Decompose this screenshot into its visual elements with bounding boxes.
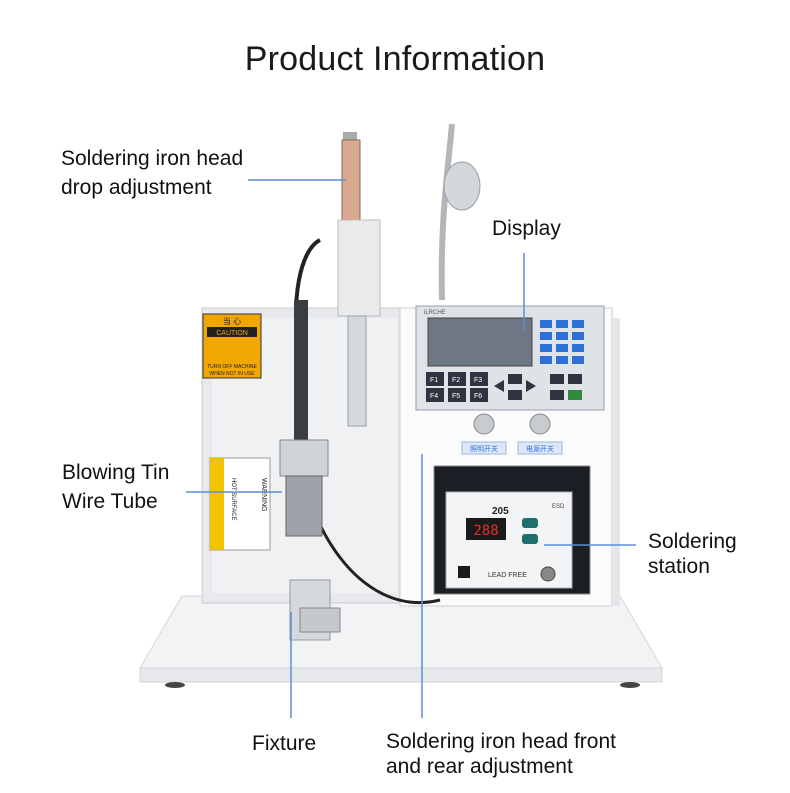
svg-text:WHEN NOT IN USE: WHEN NOT IN USE <box>209 371 255 377</box>
lamp-head <box>443 161 481 211</box>
svg-text:ESD: ESD <box>552 504 565 510</box>
callout-front-rear: Soldering iron head front and rear adjus… <box>386 730 616 778</box>
soldering-iron <box>294 300 308 460</box>
svg-text:TURN OFF MACHINE: TURN OFF MACHINE <box>207 364 257 370</box>
callout-display: Display <box>492 217 561 240</box>
keypad <box>540 320 584 364</box>
base-plate <box>139 595 663 669</box>
svg-text:WARNING: WARNING <box>260 478 267 512</box>
svg-text:F1: F1 <box>430 377 438 384</box>
callout-soldering-station: Soldering station <box>648 530 737 578</box>
svg-text:F4: F4 <box>430 393 438 400</box>
callout-blowing-tin: Blowing Tin Wire Tube <box>62 461 170 513</box>
svg-text:288: 288 <box>473 523 498 539</box>
lcd-screen <box>427 317 533 367</box>
svg-text:F2: F2 <box>452 377 460 384</box>
svg-text:CAUTION: CAUTION <box>216 330 248 337</box>
page-title: Product Information <box>244 40 546 78</box>
svg-text:电源开关: 电源开关 <box>526 444 554 453</box>
svg-text:F6: F6 <box>474 393 482 400</box>
svg-text:LEAD FREE: LEAD FREE <box>488 572 527 579</box>
svg-text:205: 205 <box>492 506 509 517</box>
svg-text:照明开关: 照明开关 <box>470 444 498 453</box>
fixture <box>299 607 341 633</box>
callout-drop-adjustment: Soldering iron head drop adjustment <box>61 147 244 199</box>
svg-text:iLRCHE: iLRCHE <box>424 310 446 316</box>
caution-label <box>202 313 262 379</box>
svg-text:F3: F3 <box>474 377 482 384</box>
svg-text:F5: F5 <box>452 393 460 400</box>
svg-text:HOT SURFACE: HOT SURFACE <box>230 478 236 521</box>
svg-text:当 心: 当 心 <box>223 316 241 326</box>
callout-fixture: Fixture <box>252 732 317 755</box>
